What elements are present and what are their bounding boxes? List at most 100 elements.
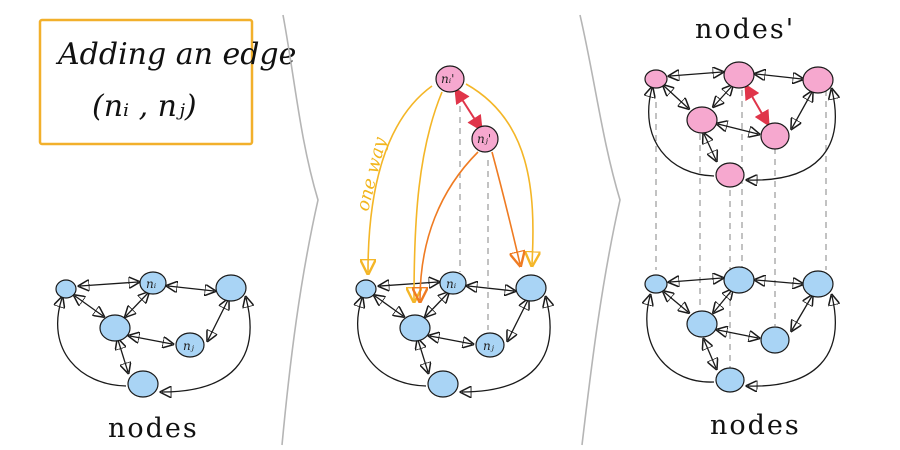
label-nj: nⱼ [483, 339, 495, 353]
edge [756, 74, 802, 79]
edge [647, 296, 715, 383]
edge [714, 290, 732, 312]
node [215, 274, 247, 302]
one-way-label: one way [352, 134, 391, 213]
node-nj-prime [471, 125, 499, 153]
projection-arrow [420, 151, 479, 300]
divider-left [281, 14, 319, 446]
node-nj [475, 332, 505, 358]
label-ni-prime: nᵢ' [441, 72, 454, 86]
caption-right-bottom-nodes: nodes [710, 410, 801, 441]
node-prime [802, 66, 834, 94]
edge [80, 282, 138, 286]
edge [126, 293, 148, 316]
edge [418, 340, 428, 372]
edge [718, 330, 758, 338]
title-line-1: Adding an edge [55, 37, 296, 72]
edge [792, 92, 812, 128]
edge [664, 86, 688, 108]
one-way-arrow [465, 83, 533, 264]
edge [670, 278, 722, 282]
edge [375, 296, 403, 316]
node-ni-prime [435, 65, 465, 93]
edge [468, 286, 514, 291]
node-prime [723, 61, 755, 89]
right-graph: nodes' [645, 14, 835, 441]
projection-arrow [491, 151, 520, 264]
edge [208, 300, 228, 340]
edge [462, 298, 550, 392]
one-way-arrow [368, 85, 433, 272]
node [715, 367, 745, 393]
node [55, 279, 77, 299]
edge [704, 340, 716, 368]
middle-dashed-guides [459, 95, 489, 330]
edge [718, 124, 758, 134]
middle-orange-arrows [420, 151, 520, 300]
edge [704, 134, 716, 160]
edge [792, 296, 812, 330]
right-top-edges [649, 72, 836, 180]
caption-right-top-nodes: nodes' [695, 14, 795, 45]
title-box: Adding an edge (nᵢ , nⱼ) [38, 18, 296, 146]
edge [58, 298, 127, 387]
label-nj: nⱼ [183, 339, 195, 353]
middle-edges [358, 282, 550, 392]
edge [358, 298, 427, 387]
edge [508, 300, 528, 340]
edge [748, 296, 835, 386]
right-dashed-connectors [655, 90, 827, 370]
left-nodes: nᵢ nⱼ [55, 271, 247, 398]
edge [130, 336, 172, 344]
label-ni: nᵢ [446, 277, 457, 291]
edge [664, 292, 688, 312]
node [427, 370, 459, 398]
node [644, 274, 668, 294]
node-prime [686, 106, 718, 134]
new-edge-red [744, 83, 770, 127]
middle-nodes: nᵢ nⱼ nᵢ' nⱼ' [355, 65, 547, 398]
edge [162, 298, 250, 392]
caption-left-nodes: nodes [108, 413, 199, 444]
edge [670, 72, 722, 76]
node-ni [139, 271, 167, 295]
label-ni: nᵢ [146, 277, 157, 291]
edge [380, 282, 438, 286]
one-way-arrow [414, 91, 443, 300]
edge [168, 286, 214, 291]
left-edges [58, 282, 250, 392]
right-bottom-edges [647, 278, 835, 386]
divider-right [579, 14, 621, 446]
edge [118, 340, 128, 372]
node-prime [760, 122, 790, 150]
node [723, 266, 755, 294]
edge [649, 88, 715, 177]
node-nj [175, 332, 205, 358]
node [760, 326, 790, 354]
node [802, 270, 834, 298]
node-prime [715, 162, 745, 188]
title-box-border [38, 18, 254, 146]
node [399, 314, 431, 342]
node [99, 314, 131, 342]
edge [756, 280, 802, 284]
title-line-2: (nᵢ , nⱼ) [92, 89, 197, 124]
new-edge-red [454, 87, 483, 132]
edge [714, 86, 732, 106]
edge [75, 296, 103, 316]
edge [430, 336, 472, 344]
middle-graph: one way nᵢ nⱼ nᵢ' nⱼ' [352, 65, 550, 398]
middle-yellow-arrows [368, 83, 533, 300]
node [355, 279, 377, 299]
node-ni [439, 271, 467, 295]
edge [748, 90, 835, 180]
node-prime [644, 69, 668, 89]
node [515, 274, 547, 302]
label-nj-prime: nⱼ' [477, 132, 491, 146]
right-top-nodes [644, 61, 834, 188]
node [127, 370, 159, 398]
edge [426, 293, 448, 316]
node [686, 310, 718, 338]
right-bottom-nodes [644, 266, 834, 393]
